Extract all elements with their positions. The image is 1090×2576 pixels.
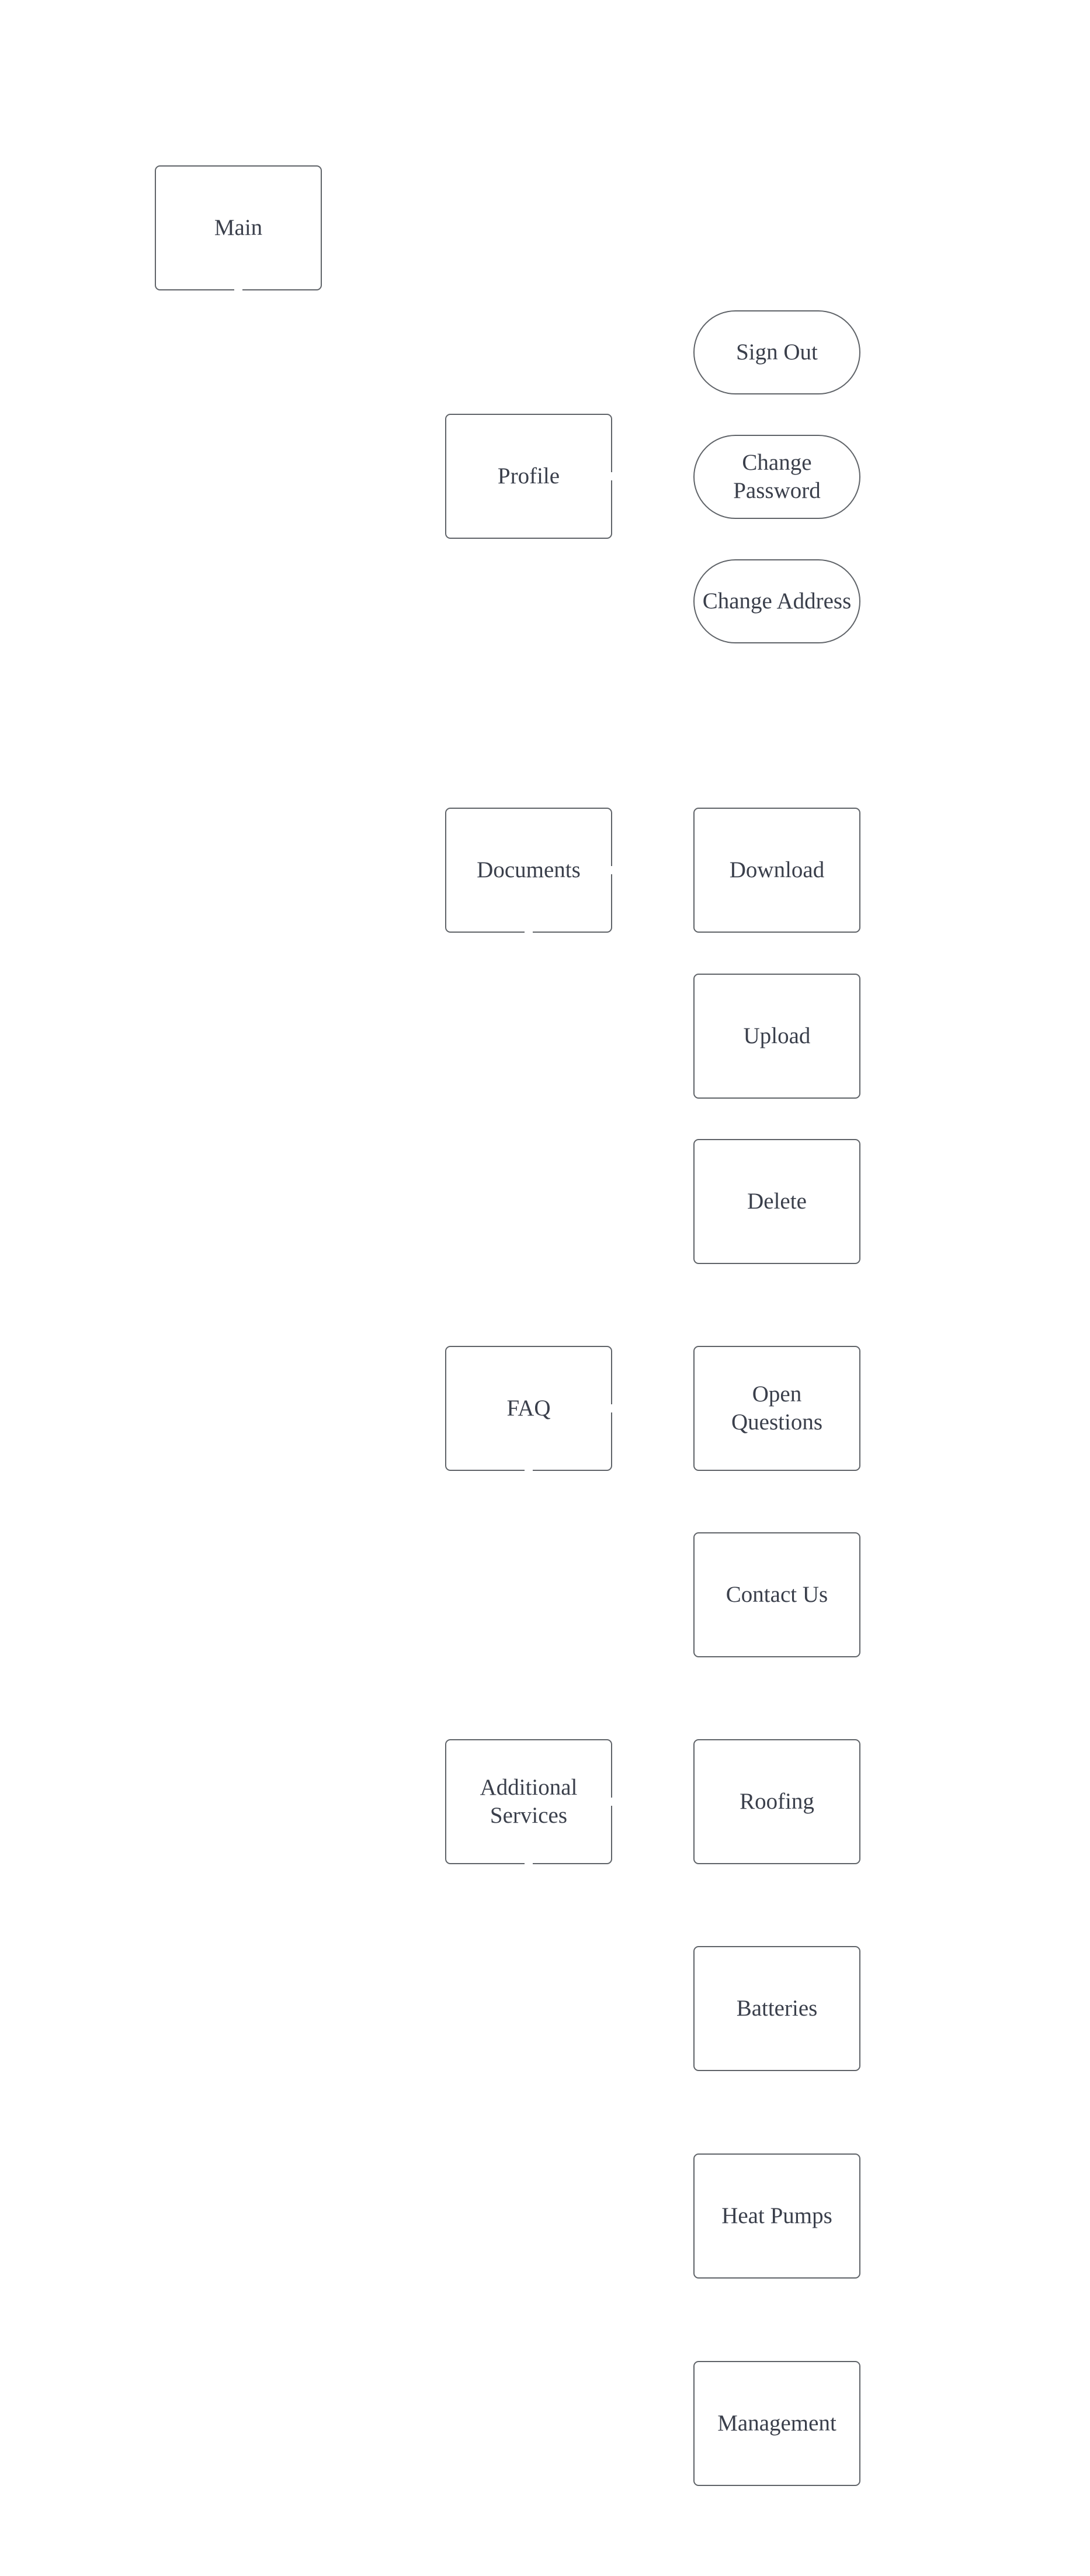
node-profile-label: Profile	[497, 463, 560, 489]
node-roofing-label: Roofing	[740, 1789, 814, 1815]
node-management-label: Management	[717, 2411, 836, 2436]
node-delete[interactable]: Delete	[693, 1139, 860, 1264]
node-sign-out-label: Sign Out	[736, 340, 818, 365]
node-profile[interactable]: Profile	[445, 414, 612, 539]
node-upload[interactable]: Upload	[693, 974, 860, 1099]
node-main-label: Main	[214, 215, 263, 241]
node-change-password-label: Change Password	[733, 450, 821, 503]
node-upload-label: Upload	[743, 1023, 811, 1049]
connector-stub-additional-right	[611, 1798, 613, 1806]
node-contact-us-label: Contact Us	[725, 1582, 828, 1608]
node-download[interactable]: Download	[693, 808, 860, 933]
node-delete-label: Delete	[747, 1189, 807, 1214]
node-download-label: Download	[729, 857, 825, 883]
connector-stub-main-bottom	[234, 289, 242, 292]
node-batteries[interactable]: Batteries	[693, 1946, 860, 2071]
node-heat-pumps[interactable]: Heat Pumps	[693, 2153, 860, 2279]
node-management[interactable]: Management	[693, 2361, 860, 2486]
connector-stub-documents-bottom	[525, 932, 533, 934]
connector-stub-documents-right	[611, 866, 613, 874]
node-main[interactable]: Main	[155, 165, 322, 290]
node-open-questions[interactable]: Open Questions	[693, 1346, 860, 1471]
connector-stub-faq-right	[611, 1404, 613, 1412]
node-change-address[interactable]: Change Address	[693, 559, 860, 643]
node-batteries-label: Batteries	[736, 1996, 818, 2021]
node-open-questions-label: Open Questions	[731, 1382, 822, 1435]
node-change-address-label: Change Address	[702, 588, 852, 614]
connector-stub-additional-bottom	[525, 1863, 533, 1865]
connector-stub-faq-bottom	[525, 1470, 533, 1472]
node-faq-label: FAQ	[506, 1396, 551, 1421]
node-contact-us[interactable]: Contact Us	[693, 1532, 860, 1657]
connector-stub-profile-right	[611, 472, 613, 480]
node-documents[interactable]: Documents	[445, 808, 612, 933]
node-heat-pumps-label: Heat Pumps	[721, 2203, 832, 2229]
node-additional-services[interactable]: Additional Services	[445, 1739, 612, 1864]
node-additional-services-label: Additional Services	[480, 1775, 578, 1828]
node-faq[interactable]: FAQ	[445, 1346, 612, 1471]
node-documents-label: Documents	[477, 857, 581, 883]
node-roofing[interactable]: Roofing	[693, 1739, 860, 1864]
node-sign-out[interactable]: Sign Out	[693, 310, 860, 394]
node-change-password[interactable]: Change Password	[693, 435, 860, 519]
